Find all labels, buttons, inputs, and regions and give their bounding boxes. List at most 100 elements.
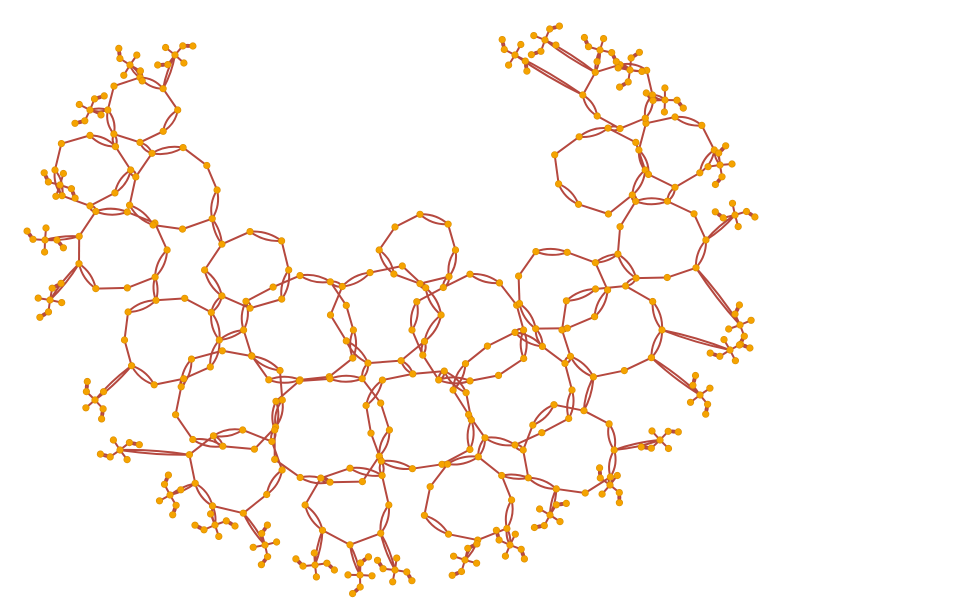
- graph-node: [642, 89, 650, 97]
- graph-edge: [532, 404, 555, 427]
- graph-node: [368, 572, 376, 580]
- graph-node: [595, 464, 604, 472]
- graph-node: [403, 568, 411, 576]
- graph-edge: [645, 70, 654, 96]
- graph-edge: [645, 116, 676, 125]
- graph-node: [671, 113, 679, 121]
- graph-node: [187, 355, 196, 363]
- graph-node: [663, 273, 671, 282]
- graph-node: [44, 178, 53, 186]
- graph-node: [591, 259, 600, 267]
- graph-node: [385, 501, 393, 509]
- graph-node: [273, 538, 281, 546]
- graph-node: [736, 321, 744, 329]
- graph-node: [532, 325, 540, 333]
- graph-node: [702, 410, 710, 418]
- graph-edge: [448, 533, 478, 542]
- graph-node: [409, 370, 417, 378]
- graph-node: [124, 308, 132, 316]
- graph-edge: [515, 304, 525, 331]
- graph-node: [154, 61, 162, 69]
- graph-node: [377, 529, 385, 537]
- graph-node: [246, 228, 254, 236]
- graph-node: [673, 96, 681, 104]
- graph-node: [358, 478, 367, 486]
- graph-edge: [607, 194, 633, 215]
- graph-edge: [367, 359, 402, 365]
- graph-edge: [345, 305, 355, 331]
- graph-edge: [561, 329, 572, 357]
- graph-node: [420, 337, 429, 346]
- graph-node: [517, 545, 525, 553]
- graph-edge: [558, 182, 580, 205]
- graph-edge: [203, 243, 223, 271]
- graph-edge: [419, 275, 450, 285]
- graph-node: [201, 266, 209, 274]
- graph-node: [301, 501, 309, 509]
- graph-node: [638, 67, 646, 75]
- graph-node: [257, 561, 266, 569]
- graph-node: [231, 522, 239, 530]
- graph-node: [530, 31, 538, 40]
- graph-node: [75, 100, 83, 109]
- graph-edge: [266, 469, 284, 496]
- graph-node: [519, 446, 527, 454]
- graph-node: [123, 208, 131, 216]
- graph-edge: [242, 512, 266, 546]
- graph-node: [207, 308, 215, 317]
- graph-edge: [617, 253, 638, 279]
- graph-node: [111, 143, 120, 151]
- graph-node: [330, 566, 339, 574]
- graph-edge: [245, 286, 274, 303]
- graph-node: [720, 336, 728, 344]
- graph-node: [242, 297, 250, 305]
- graph-edge: [182, 217, 213, 231]
- graph-edge: [221, 230, 251, 246]
- graph-node: [457, 567, 466, 576]
- graph-node: [344, 571, 352, 579]
- graph-node: [23, 227, 31, 235]
- graph-node: [326, 375, 334, 383]
- graph-node: [511, 441, 519, 449]
- graph-node: [342, 337, 350, 345]
- graph-node: [326, 278, 334, 286]
- graph-node: [466, 270, 474, 278]
- graph-node: [272, 397, 280, 405]
- graph-node: [591, 68, 599, 76]
- graph-node: [627, 54, 635, 62]
- graph-node: [169, 511, 177, 519]
- graph-edge: [322, 529, 351, 546]
- graph-node: [628, 191, 636, 199]
- graph-node: [271, 455, 279, 464]
- graph-edge: [393, 273, 421, 285]
- graph-edge: [522, 449, 530, 479]
- graph-edge: [162, 109, 179, 133]
- graph-node: [506, 541, 514, 549]
- graph-node: [565, 414, 573, 423]
- graph-edge: [272, 274, 301, 289]
- graph-node: [574, 200, 583, 208]
- graph-node: [746, 344, 754, 352]
- graph-node: [278, 237, 286, 245]
- graph-node: [426, 483, 434, 491]
- graph-node: [552, 485, 560, 493]
- graph-node: [120, 71, 128, 79]
- graph-node: [159, 85, 167, 93]
- graph-node: [614, 64, 622, 72]
- graph-node: [36, 313, 44, 321]
- graph-node: [191, 479, 199, 487]
- graph-node: [722, 142, 730, 150]
- graph-node: [674, 428, 682, 436]
- graph-edge: [635, 200, 668, 206]
- graph-edge: [299, 375, 330, 381]
- graph-edge: [423, 486, 432, 516]
- graph-edge: [369, 265, 403, 274]
- graph-edge: [123, 339, 133, 366]
- graph-node: [540, 521, 548, 530]
- graph-node: [626, 66, 634, 74]
- graph-node: [494, 371, 503, 380]
- graph-node: [590, 313, 599, 321]
- graph-edge: [570, 355, 595, 378]
- graph-node: [208, 215, 216, 223]
- graph-edge: [553, 403, 585, 412]
